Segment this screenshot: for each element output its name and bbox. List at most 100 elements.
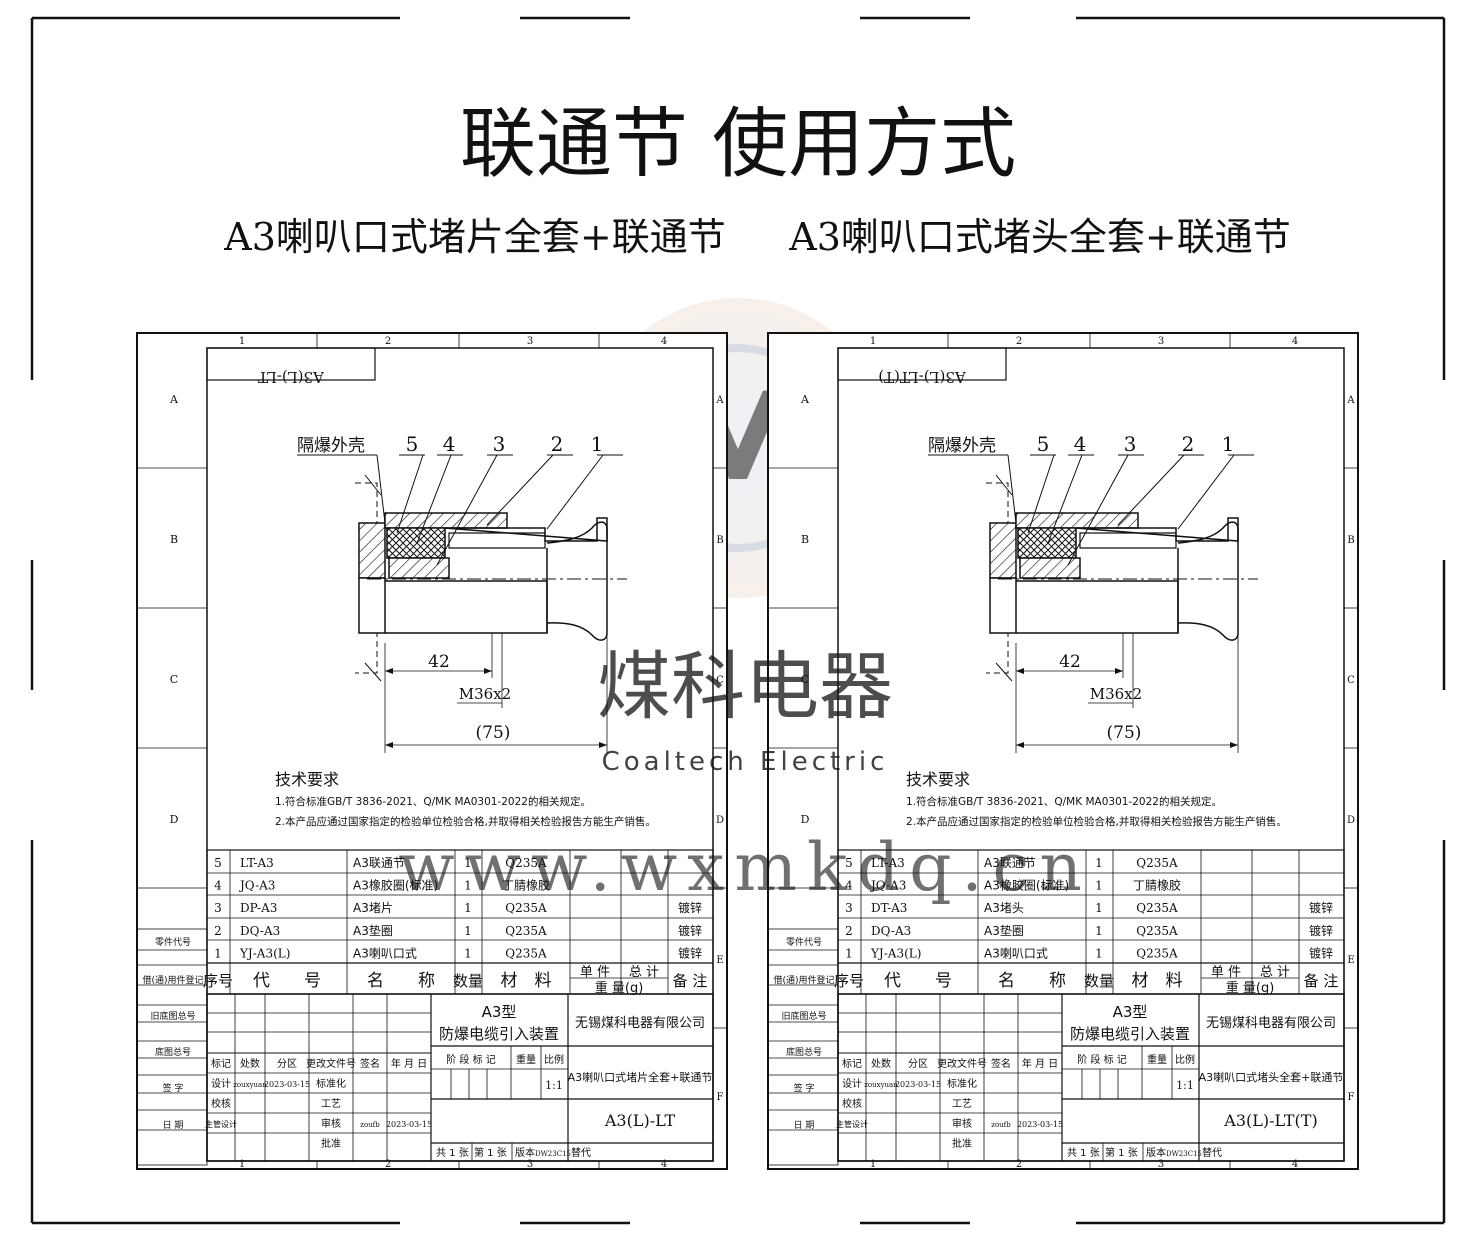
tb-design-label: 设计 [211, 1077, 231, 1090]
zone-label-top: 2 [385, 336, 391, 347]
zone-label-left: B [801, 533, 809, 546]
tb-replace-label: 替代 [571, 1146, 591, 1159]
part-callout: 2 [551, 432, 564, 456]
bom-code: DT-A3 [871, 901, 907, 915]
bom-note: 镀锌 [678, 946, 702, 960]
tb-designer: zouxyuan [864, 1081, 898, 1089]
bom-qty: 1 [464, 856, 472, 870]
bom-code: DQ-A3 [871, 924, 911, 938]
mirrored-drawing-code: A3(L)-LT(T) [878, 368, 967, 386]
side-stamp-label: 日 期 [794, 1120, 815, 1131]
bom-header-code: 代 号 [884, 971, 952, 991]
side-stamp-label: 日 期 [163, 1120, 184, 1131]
enclosure-label: 隔爆外壳 [297, 436, 365, 456]
bom-name: A3联通节 [353, 856, 405, 870]
zone-label-top: 2 [1016, 336, 1022, 347]
bom-code: DQ-A3 [240, 924, 280, 938]
tb-design-label: 设计 [842, 1077, 862, 1090]
bom-header-unit: 单 件 [1211, 965, 1241, 980]
zone-label-left: A [169, 393, 179, 406]
tb-changelog-label: 标记 [211, 1058, 231, 1070]
tb-craft-label: 工艺 [952, 1098, 972, 1110]
tb-chief-label: 主管设计 [205, 1119, 237, 1129]
dimension-length: 42 [1059, 652, 1081, 672]
bom-qty: 1 [464, 946, 472, 960]
bom-name: A3喇叭口式 [984, 945, 1048, 960]
mirrored-drawing-code: A3(L)-LT [258, 368, 325, 386]
tech-requirements-title: 技术要求 [275, 770, 339, 789]
bom-qty: 1 [1095, 946, 1103, 960]
bom-material: Q235A [1136, 901, 1178, 915]
side-stamp-label: 零件代号 [786, 936, 822, 948]
part-callout: 1 [591, 432, 604, 456]
bom-no: 1 [845, 946, 853, 960]
tb-std-label: 标准化 [947, 1077, 977, 1090]
tb-ratio-label: 比例 [544, 1053, 564, 1066]
zone-label-right: A [1346, 395, 1355, 406]
bom-material: Q235A [1136, 856, 1178, 870]
bom-material: Q235A [1136, 924, 1178, 938]
tb-approve-label: 批准 [321, 1137, 341, 1150]
zone-label-top: 1 [870, 336, 876, 347]
bom-header-weight: 重 量(g) [1226, 980, 1275, 996]
bom-header-name: 名 称 [367, 971, 435, 991]
tb-version: DW23C15 [535, 1150, 571, 1158]
bom-header-qty: 数量 [1084, 972, 1114, 990]
drawing-sheet-2: 11223344ABCDABCDEF零件代号借(通)用件登记旧底图总号底图总号签… [767, 332, 1359, 1170]
zone-label-right: D [1347, 815, 1355, 826]
bom-note: 镀锌 [1309, 946, 1333, 960]
tb-sheet-no: 第 1 张 [1105, 1146, 1138, 1159]
bom-no: 3 [214, 901, 222, 915]
zone-label-top: 1 [239, 336, 245, 347]
dimension-length: 42 [428, 652, 450, 672]
watermark-text: 煤科电器 Coaltech Electric www.wxmkdq.cn [398, 644, 1082, 906]
bom-note: 镀锌 [678, 901, 702, 915]
page-title: 联通节 使用方式 [460, 99, 1016, 188]
bom-qty: 1 [1095, 924, 1103, 938]
tb-changelog-label: 年 月 日 [1022, 1057, 1058, 1070]
tb-version-label: 版本 [515, 1146, 535, 1159]
tb-company: 无锡煤科电器有限公司 [575, 1016, 705, 1031]
tb-review-label: 审核 [321, 1117, 341, 1130]
side-stamp-label: 底图总号 [786, 1046, 822, 1058]
bom-header-total: 总 计 [1260, 965, 1290, 980]
bom-no: 4 [845, 879, 853, 893]
enclosure-label: 隔爆外壳 [928, 436, 996, 456]
tb-scale: 1:1 [545, 1079, 563, 1092]
bom-material: Q235A [505, 924, 547, 938]
zone-label-left: A [800, 393, 810, 406]
tb-changelog-label: 分区 [277, 1058, 297, 1070]
tb-changelog-label: 处数 [871, 1057, 891, 1070]
bom-header-unit: 单 件 [580, 965, 610, 980]
tech-requirement-line: 2.本产品应通过国家指定的检验单位检验合格,并取得相关检验报告方能生产销售。 [275, 815, 656, 828]
tb-designer: zouxyuan [233, 1081, 267, 1089]
bom-code: YJ-A3(L) [239, 946, 290, 960]
zone-label-right: E [1347, 955, 1354, 966]
bom-no: 2 [214, 924, 222, 938]
zone-label-bottom: 3 [527, 1159, 533, 1170]
zone-label-top: 3 [1158, 336, 1164, 347]
part-callout: 3 [1124, 432, 1137, 456]
tech-requirement-line: 1.符合标准GB/T 3836-2021、Q/MK MA0301-2022的相关… [275, 795, 591, 808]
tb-review-date: 2023-03-15 [1017, 1120, 1063, 1129]
zone-label-right: B [716, 535, 723, 546]
zone-label-bottom: 1 [870, 1159, 876, 1170]
tb-changelog-label: 标记 [842, 1058, 862, 1070]
side-stamp-label: 签 字 [163, 1082, 184, 1094]
zone-label-top: 3 [527, 336, 533, 347]
dimension-overall: (75) [476, 723, 511, 743]
zone-label-bottom: 4 [1292, 1159, 1298, 1170]
zone-label-left: D [170, 813, 179, 826]
bom-code: JQ-A3 [869, 879, 906, 893]
bom-code: DP-A3 [240, 901, 277, 915]
zone-label-bottom: 2 [385, 1159, 391, 1170]
bom-code: JQ-A3 [238, 879, 275, 893]
zone-label-right: E [716, 955, 723, 966]
bom-code: LT-A3 [871, 856, 905, 870]
tb-weight-label: 重量 [516, 1053, 536, 1066]
watermark-brand-en: Coaltech Electric [602, 747, 889, 777]
bom-qty: 1 [1095, 879, 1103, 893]
bom-header-weight: 重 量(g) [595, 980, 644, 996]
bom-header-no: 序号 [203, 972, 233, 990]
